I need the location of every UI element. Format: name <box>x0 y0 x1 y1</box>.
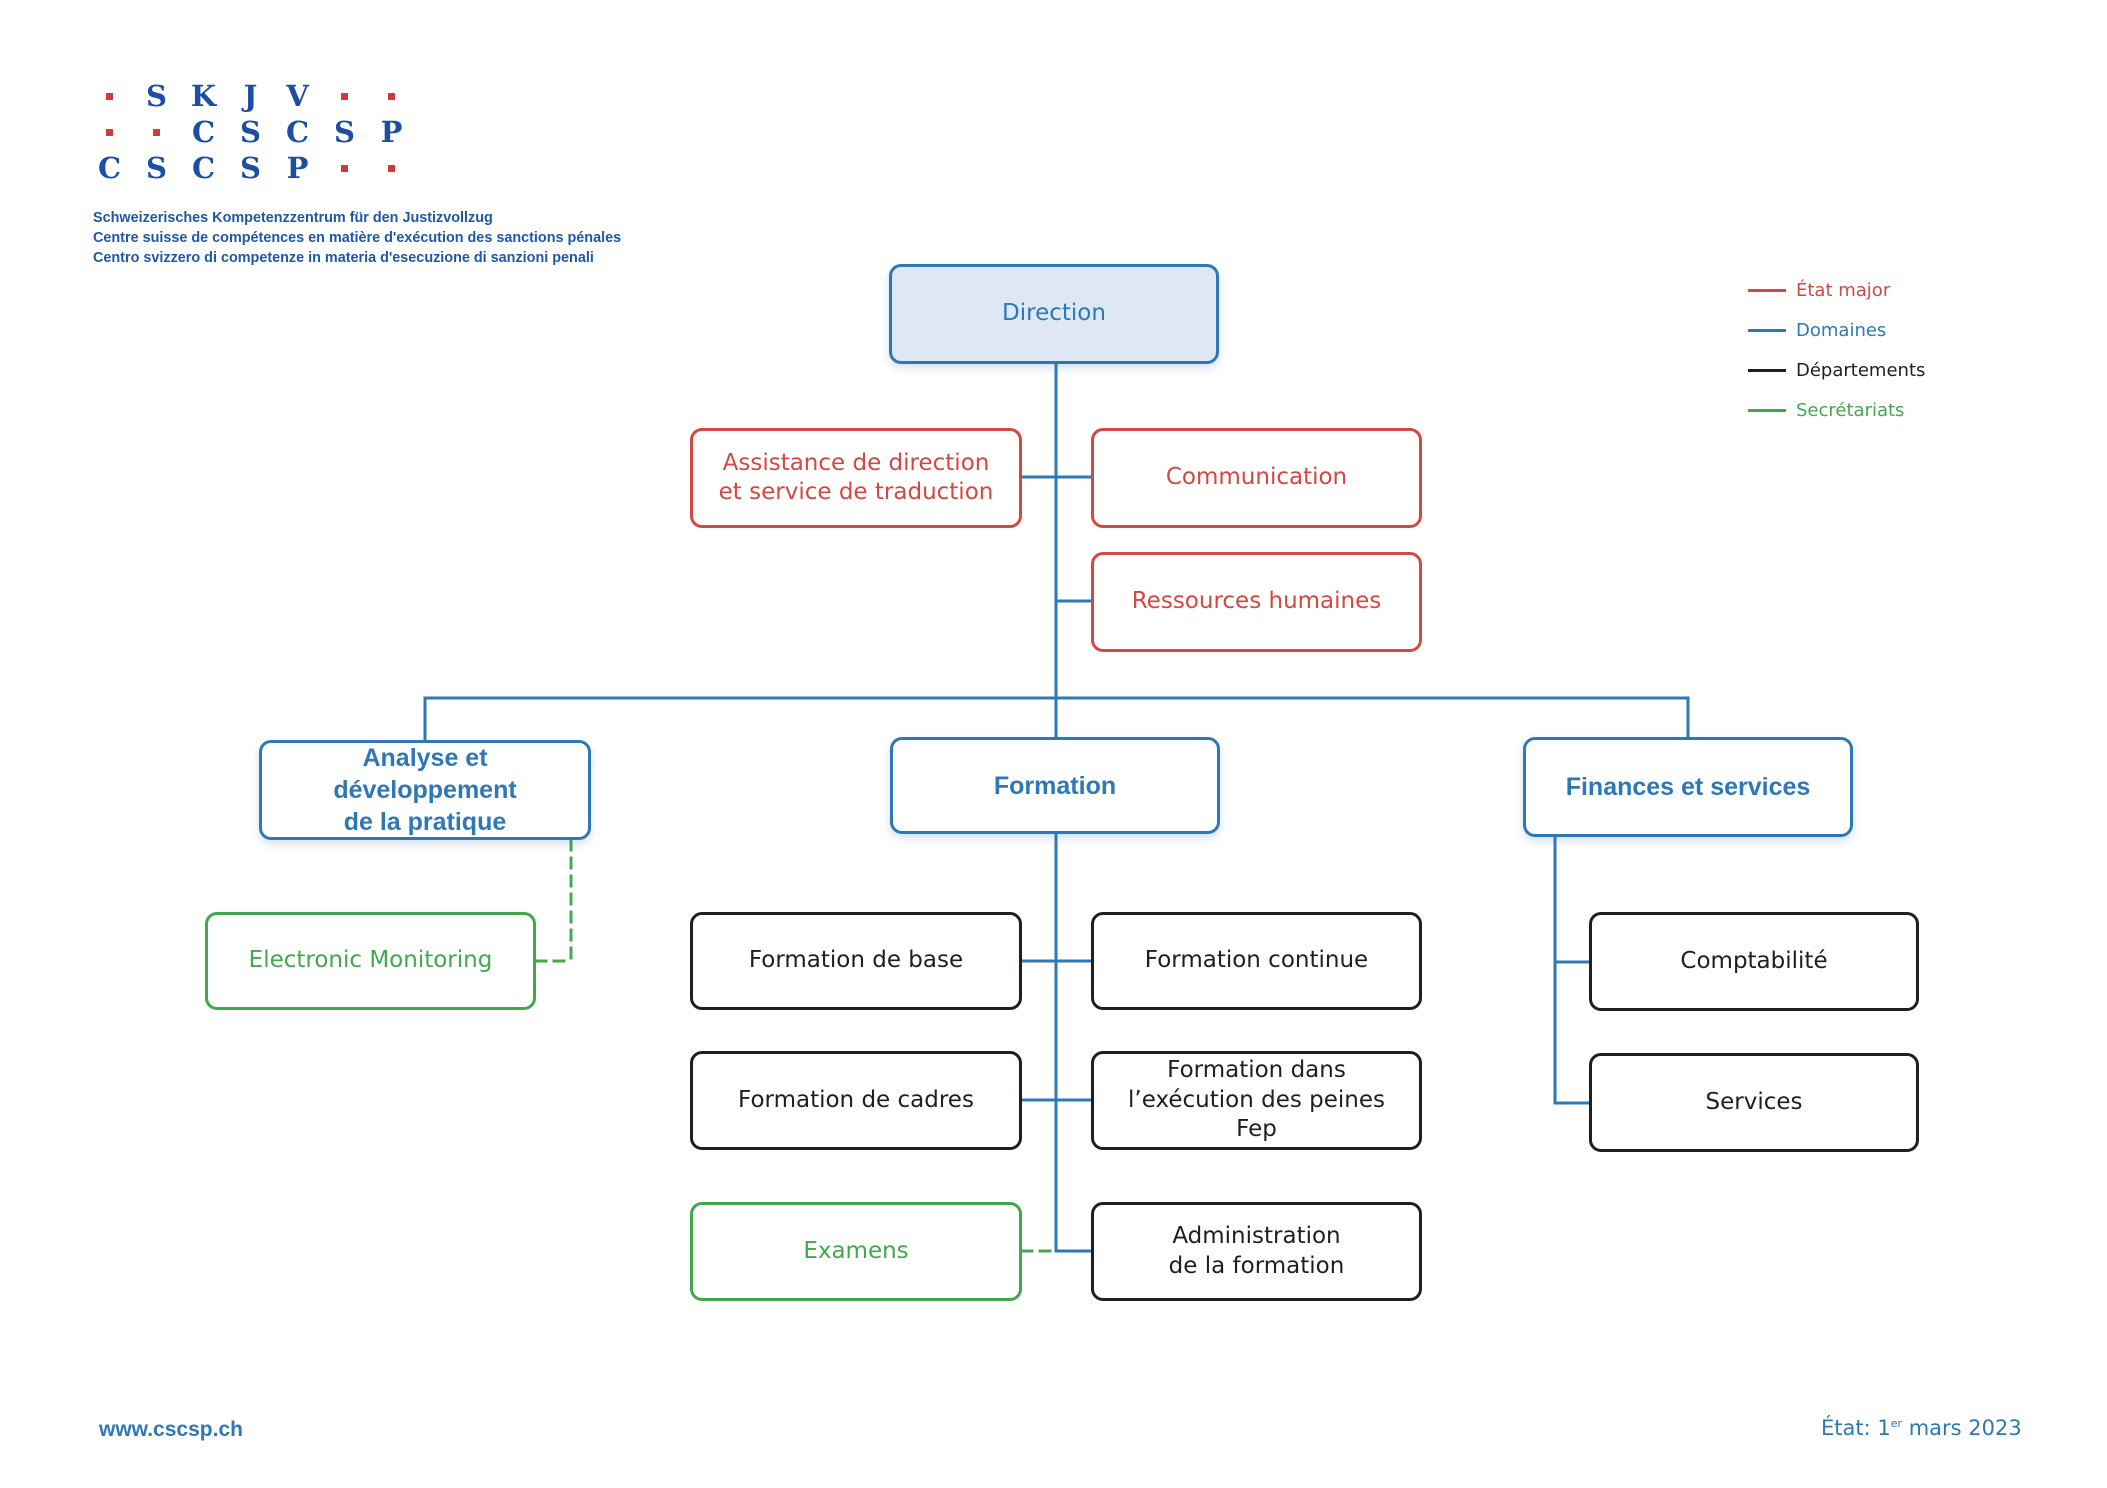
examens-box: Examens <box>690 1202 1022 1301</box>
logo-letter: C <box>191 150 216 185</box>
legend-item: Départements <box>1748 350 1968 390</box>
website-link[interactable]: www.cscsp.ch <box>99 1418 243 1441</box>
logo-dot <box>133 118 180 146</box>
comptabilite-box: Comptabilité <box>1589 912 1919 1011</box>
logo-letter: C <box>97 150 122 185</box>
organization-names: Schweizerisches Kompetenzzentrum für den… <box>93 208 621 268</box>
logo-letter: S <box>146 78 167 113</box>
logo-dot-mark <box>388 92 395 100</box>
organization-name-fr: Centre suisse de compétences en matière … <box>93 230 622 246</box>
logo-dot <box>86 82 133 110</box>
logo-letter: V <box>286 78 309 113</box>
logo-dot-mark <box>341 164 348 172</box>
logo-letter: S <box>240 114 261 149</box>
legend-item: Secrétariats <box>1748 390 1968 430</box>
legend-swatch <box>1748 328 1786 332</box>
logo-dot-mark <box>106 128 113 136</box>
logo-letter: C <box>191 114 216 149</box>
logo-letter: P <box>380 114 403 149</box>
legend-swatch <box>1748 368 1786 372</box>
formation-base-box: Formation de base <box>690 912 1022 1010</box>
status-date-prefix: État: 1 <box>1821 1416 1891 1440</box>
logo-letter: C <box>285 114 310 149</box>
status-date: État: 1er mars 2023 <box>1821 1416 2022 1440</box>
legend-swatch <box>1748 408 1786 412</box>
legend-label: Secrétariats <box>1796 399 1905 421</box>
electronic-monitoring-box: Electronic Monitoring <box>205 912 536 1010</box>
logo-dot-mark <box>388 164 395 172</box>
legend-item: État major <box>1748 270 1968 310</box>
formation-continue-box: Formation continue <box>1091 912 1422 1010</box>
logo-dot <box>86 118 133 146</box>
logo-letter: J <box>243 78 258 113</box>
logo-dot <box>321 82 368 110</box>
logo-dot-mark <box>153 128 160 136</box>
finances-box: Finances et services <box>1523 737 1853 837</box>
analyse-box: Analyse et développement de la pratique <box>259 740 591 840</box>
logo-letter: S <box>334 114 355 149</box>
formation-box: Formation <box>890 737 1220 834</box>
logo-letter: S <box>240 150 261 185</box>
status-date-superscript: er <box>1890 1417 1903 1430</box>
legend-swatch <box>1748 288 1786 292</box>
legend-item: Domaines <box>1748 310 1968 350</box>
formation-cadres-box: Formation de cadres <box>690 1051 1022 1150</box>
legend-label: Départements <box>1796 359 1926 381</box>
legend: État major Domaines Départements Secréta… <box>1748 270 1968 430</box>
status-date-suffix: mars 2023 <box>1902 1416 2022 1440</box>
logo-dot <box>368 82 415 110</box>
logo-letter: P <box>286 150 309 185</box>
organization-name-it: Centro svizzero di competenze in materia… <box>93 250 594 266</box>
communication-box: Communication <box>1091 428 1422 528</box>
logo-dot-mark <box>341 92 348 100</box>
legend-label: État major <box>1796 279 1891 301</box>
assistance-box: Assistance de direction et service de tr… <box>690 428 1022 528</box>
organization-name-de: Schweizerisches Kompetenzzentrum für den… <box>93 210 493 226</box>
logo-dot-mark <box>106 92 113 100</box>
direction-box: Direction <box>889 264 1219 364</box>
logo-letter: S <box>146 150 167 185</box>
services-box: Services <box>1589 1053 1919 1152</box>
rh-box: Ressources humaines <box>1091 552 1422 652</box>
administration-box: Administration de la formation <box>1091 1202 1422 1301</box>
logo-dot <box>321 154 368 182</box>
formation-fep-box: Formation dans l’exécution des peines Fe… <box>1091 1051 1422 1150</box>
logo-letter: K <box>190 78 217 113</box>
logo-dot <box>368 154 415 182</box>
legend-label: Domaines <box>1796 319 1887 341</box>
